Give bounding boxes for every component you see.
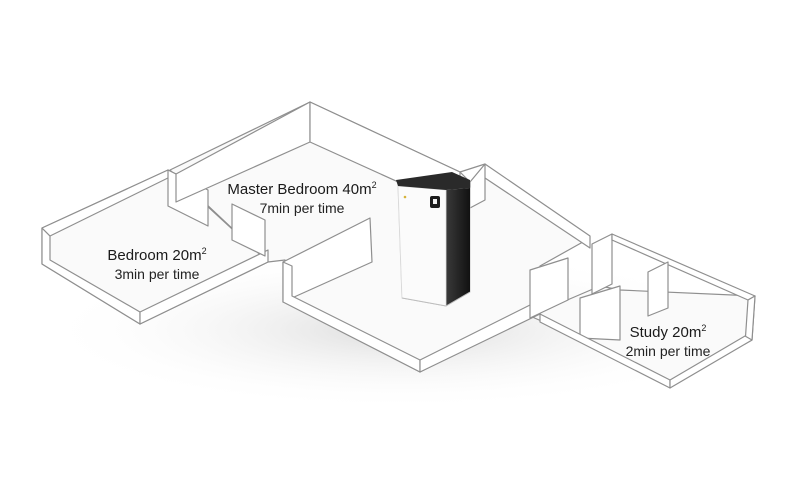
walls: [41, 101, 756, 389]
air-purifier: [396, 172, 471, 307]
master-bedroom-name: Master Bedroom 40m2: [227, 180, 377, 198]
bedroom-name: Bedroom 20m2: [107, 246, 207, 264]
display-screen: [433, 199, 437, 204]
bedroom-time: 3min per time: [114, 265, 200, 282]
master-bedroom-label: Master Bedroom 40m2 7min per time: [222, 180, 382, 217]
study-name: Study 20m2: [629, 323, 707, 341]
brand-icon: [403, 195, 407, 199]
study-label: Study 20m2 2min per time: [608, 323, 728, 360]
master-bedroom-time: 7min per time: [259, 199, 345, 216]
bedroom-label: Bedroom 20m2 3min per time: [92, 246, 222, 283]
study-time: 2min per time: [625, 342, 711, 359]
